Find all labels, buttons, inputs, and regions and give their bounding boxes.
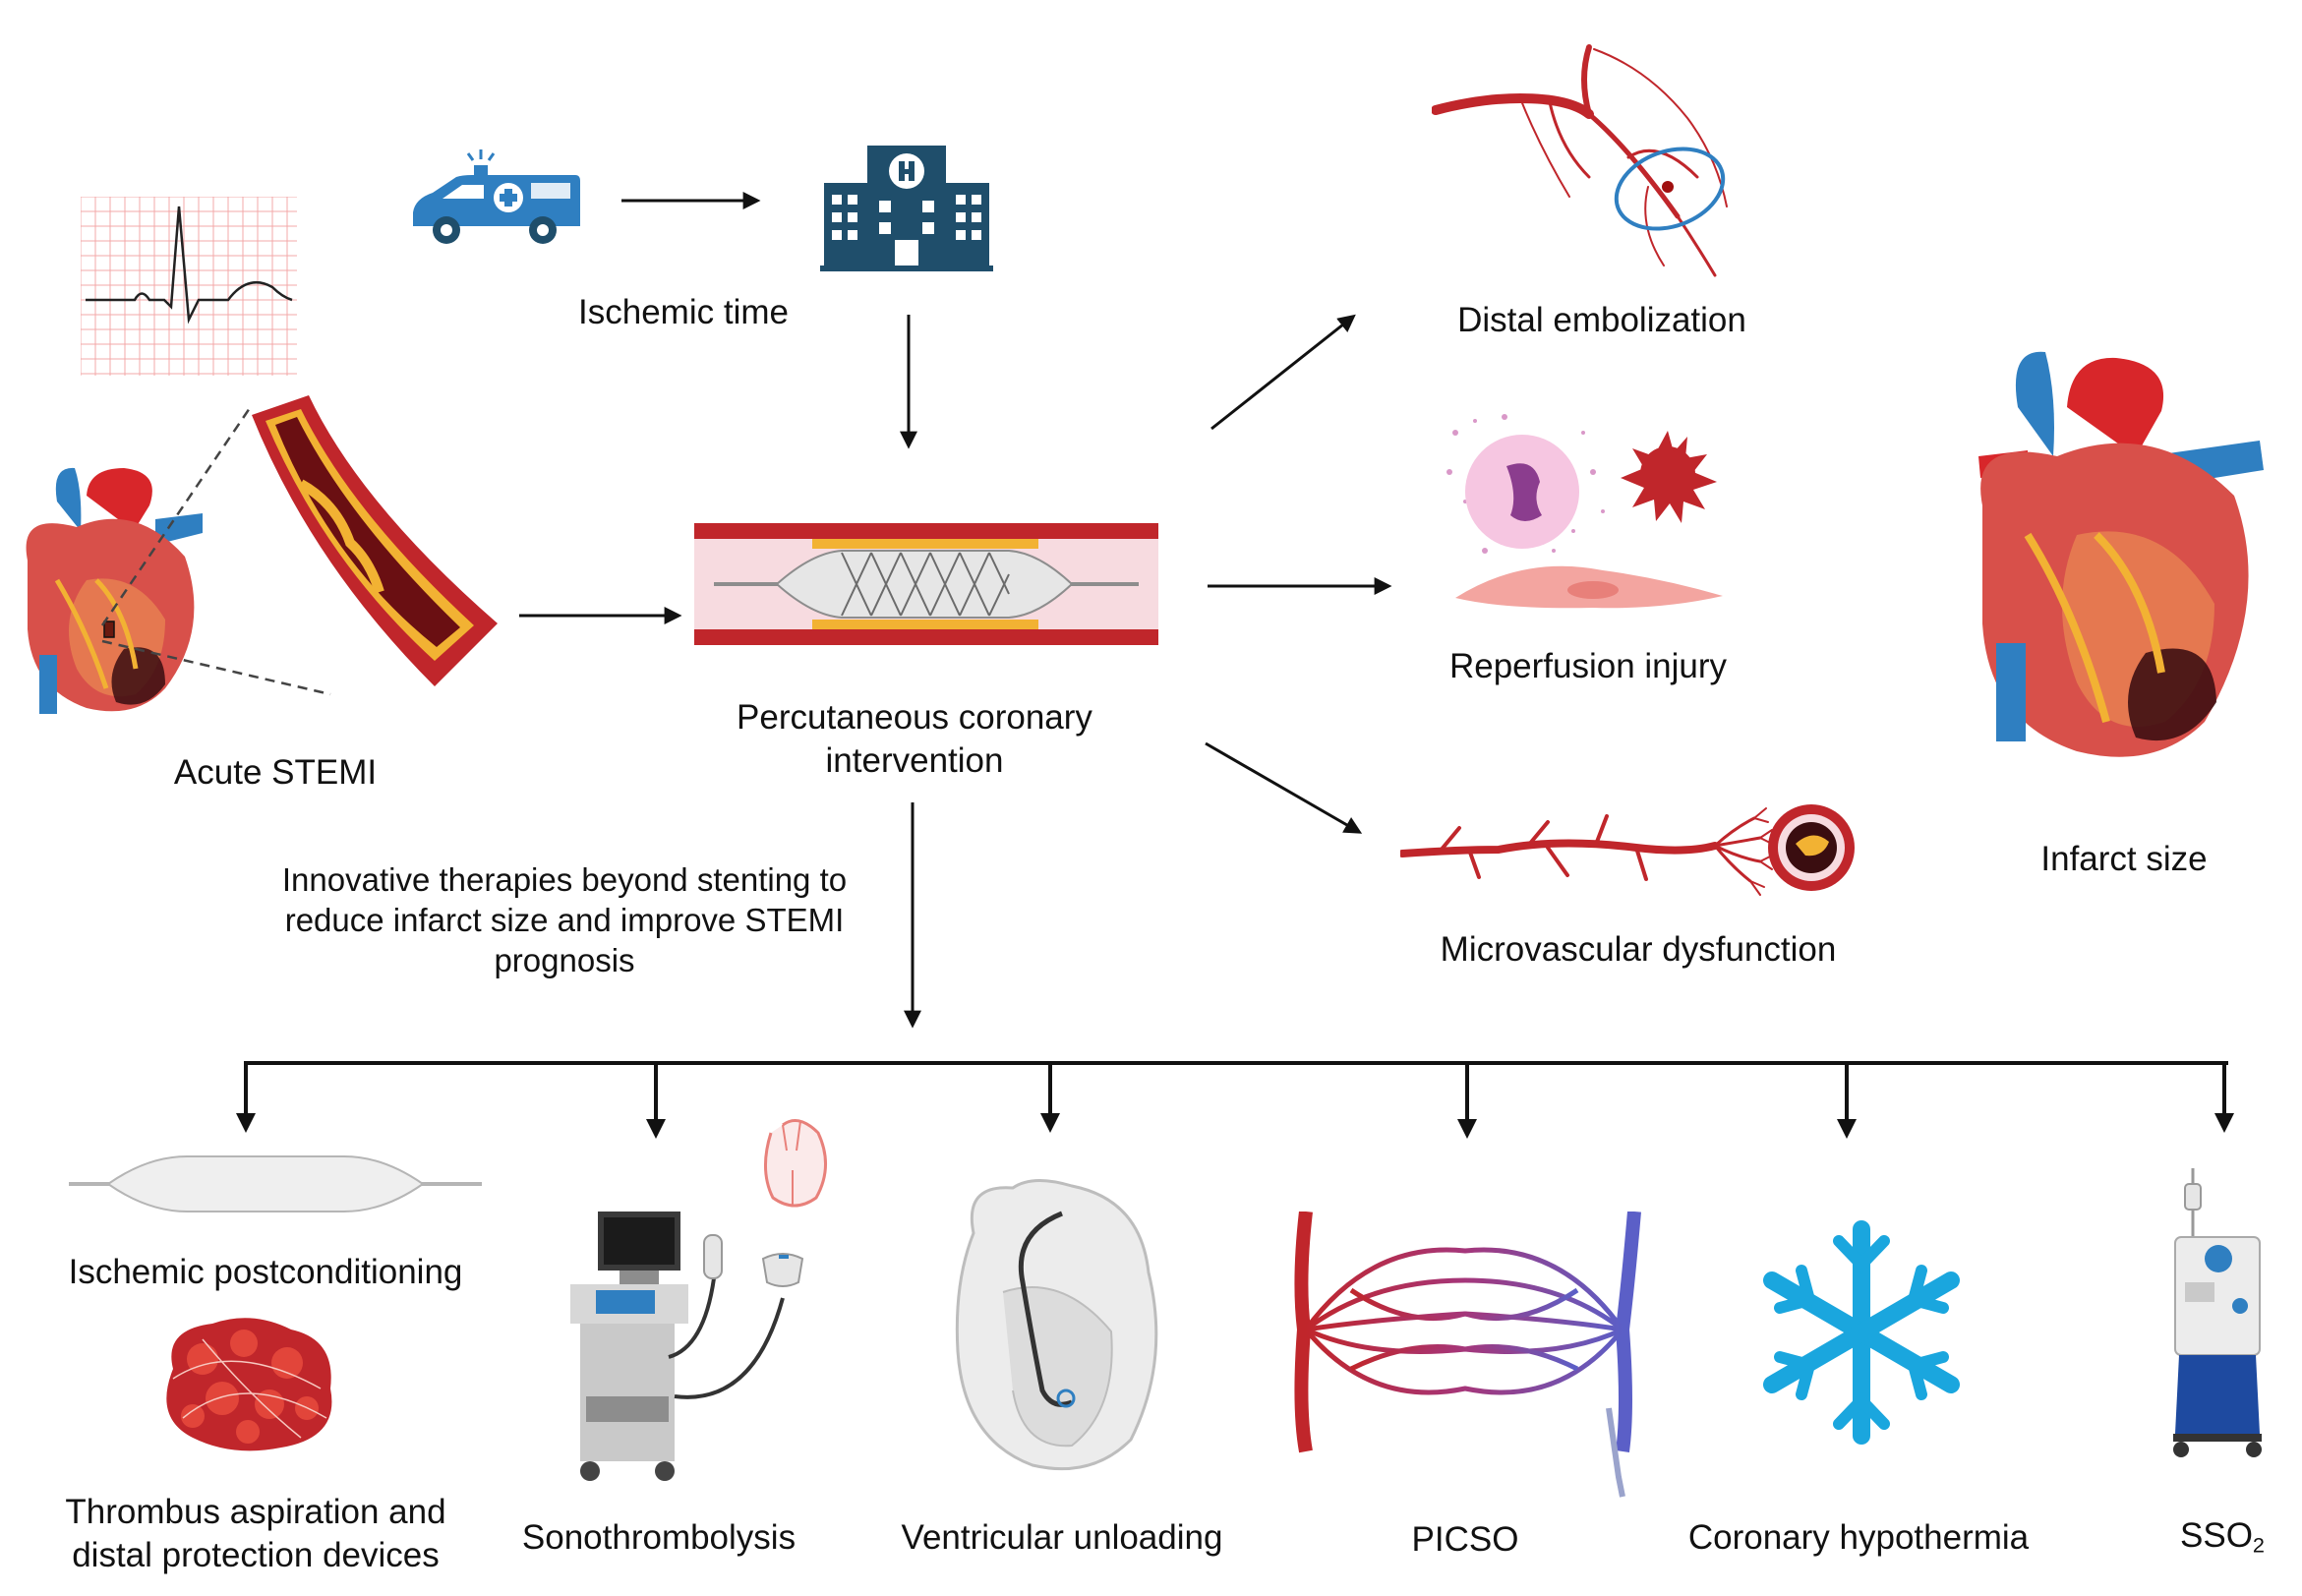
pci-label-line2: intervention [825,741,1004,780]
sso2-label: SSO2 [2144,1514,2301,1566]
innovative-line-1: Innovative therapies beyond stenting to [281,861,848,898]
reperfusion-injury-label: Reperfusion injury [1448,647,1728,685]
ischemic-postconditioning-label: Ischemic postconditioning [68,1253,463,1291]
ambulance-icon [413,149,580,244]
thrombus-icon [166,1318,332,1451]
microvessel-icon [1400,804,1855,896]
sso2-subscript: 2 [2252,1532,2265,1558]
heart-icon [26,467,203,714]
ecg-icon [81,197,297,376]
ultrasound-icon [570,1212,804,1481]
ventricular-unloading-label: Ventricular unloading [901,1518,1223,1557]
pci-label-line1: Percutaneous coronary [737,698,1092,737]
cell-icon [1446,414,1723,609]
infarct-size-label: Infarct size [2040,840,2208,878]
distal-embolization-label: Distal embolization [1457,301,1746,339]
stent-icon [694,523,1158,645]
sonothrombolysis-label: Sonothrombolysis [521,1518,797,1557]
hospital-icon [820,146,993,271]
thrombus-line-2: distal protection devices [72,1536,440,1574]
innovative-therapies-label: Innovative therapies beyond stenting to … [250,859,879,980]
ischemic-time-label: Ischemic time [578,293,789,331]
coronary-hypothermia-label: Coronary hypothermia [1687,1518,2030,1557]
heart-outline-icon [763,1119,828,1208]
embolization-icon [1432,44,1728,277]
pci-label: Percutaneous coronary intervention [688,696,1141,783]
zoom-lines [100,404,331,696]
innovative-line-3: prognosis [494,942,635,978]
thrombus-line-1: Thrombus aspiration and [65,1493,446,1531]
ventricle-heart-icon [955,1178,1158,1471]
innovative-line-2: reduce infarct size and improve STEMI [284,902,845,938]
sso2-main: SSO [2180,1516,2253,1555]
microvascular-dysfunction-label: Microvascular dysfunction [1440,930,1837,969]
picso-icon [1294,1212,1641,1498]
arrow-pci-embolization [1210,314,1356,431]
artery-icon [252,395,498,686]
infarct-heart-icon [1978,351,2264,757]
picso-label: PICSO [1411,1520,1519,1559]
snowflake-icon [1763,1220,1960,1445]
sso2-device-icon [2173,1168,2262,1457]
thrombus-aspiration-label: Thrombus aspiration and distal protectio… [39,1491,472,1577]
balloon-icon [69,1155,482,1212]
arrow-pci-microvascular [1205,741,1363,834]
acute-stemi-label: Acute STEMI [173,753,378,792]
